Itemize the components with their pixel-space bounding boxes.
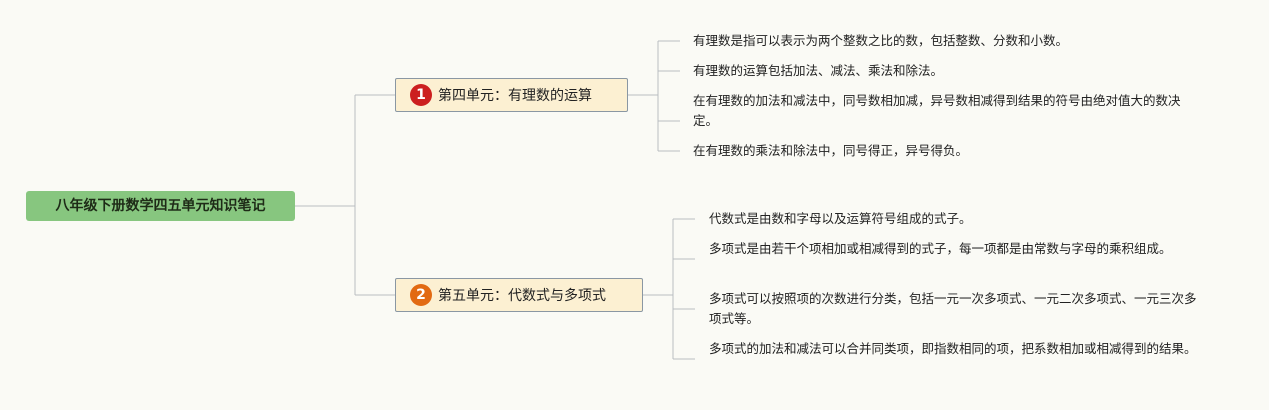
leaf-topic[interactable]: 在有理数的加法和减法中，同号数相加减，异号数相减得到结果的符号由绝对值大的数决定… <box>693 93 1181 128</box>
leaf-topic[interactable]: 代数式是由数和字母以及运算符号组成的式子。 <box>709 211 972 226</box>
branch-topic-unit-5[interactable]: 2 第五单元：代数式与多项式 <box>395 278 643 312</box>
leaf-topic[interactable]: 有理数的运算包括加法、减法、乘法和除法。 <box>693 63 944 78</box>
leaf-topic[interactable]: 在有理数的乘法和除法中，同号得正，异号得负。 <box>693 143 969 158</box>
branch-label: 第五单元：代数式与多项式 <box>438 288 606 304</box>
branch-label: 第四单元：有理数的运算 <box>438 88 592 104</box>
number-1-icon: 1 <box>410 84 432 106</box>
number-2-icon: 2 <box>410 284 432 306</box>
root-topic[interactable]: 八年级下册数学四五单元知识笔记 <box>26 191 295 221</box>
leaf-topic[interactable]: 有理数是指可以表示为两个整数之比的数，包括整数、分数和小数。 <box>693 33 1069 48</box>
branch-topic-unit-4[interactable]: 1 第四单元：有理数的运算 <box>395 78 628 112</box>
leaf-topic[interactable]: 多项式是由若干个项相加或相减得到的式子，每一项都是由常数与字母的乘积组成。 <box>709 241 1172 256</box>
leaf-topic[interactable]: 多项式的加法和减法可以合并同类项，即指数相同的项，把系数相加或相减得到的结果。 <box>709 341 1197 356</box>
leaf-topic[interactable]: 多项式可以按照项的次数进行分类，包括一元一次多项式、一元二次多项式、一元三次多项… <box>709 291 1197 326</box>
